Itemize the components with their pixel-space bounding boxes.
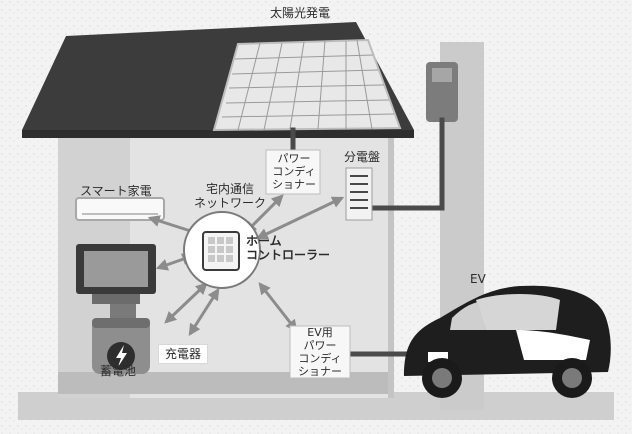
home-controller	[183, 211, 261, 289]
network-label-line2: ネットワーク	[193, 196, 266, 210]
power-conditioner-label-line2: コンディ	[272, 165, 316, 178]
home-controller-label-line2: コントローラー	[246, 248, 331, 262]
home-controller-label-line1: ホーム	[246, 234, 282, 248]
television	[76, 244, 156, 304]
air-conditioner	[75, 197, 165, 221]
ev-power-conditioner-label-line1: EV用	[307, 326, 333, 339]
electric-meter-window	[432, 68, 452, 82]
battery-label: 蓄電池	[100, 364, 137, 378]
distribution-panel	[345, 167, 373, 221]
solar-label: 太陽光発電	[270, 6, 331, 20]
lightning-bolt-icon	[116, 345, 127, 367]
power-conditioner	[265, 149, 321, 195]
house-wall-edge	[388, 132, 394, 398]
charger-label: 充電器	[158, 344, 209, 364]
roof-eave	[22, 130, 414, 138]
power-conditioner-label-line1: パワー	[277, 152, 311, 165]
ev-power-conditioner-label-line2: パワー	[303, 339, 337, 352]
ev-label: EV	[470, 272, 486, 286]
ev-power-conditioner-label-line3: コンディ	[298, 352, 342, 365]
ev-power-conditioner-label-line4: ショナー	[298, 365, 342, 378]
network-label-line1: 宅内通信	[205, 182, 254, 196]
electric-car	[404, 285, 611, 398]
network-label: 宅内通信 ネットワーク	[184, 182, 276, 210]
grid-icon	[208, 237, 233, 262]
distribution-panel-label: 分電盤	[344, 150, 381, 164]
ev-power-conditioner-label: EV用 パワー コンディ ショナー	[290, 326, 350, 378]
smart-appliance-label: スマート家電	[80, 184, 152, 198]
power-conditioner-label: パワー コンディ ショナー	[268, 152, 320, 191]
home-controller-label: ホーム コントローラー	[246, 234, 330, 262]
storage-battery	[92, 304, 150, 374]
network-arrows	[147, 194, 345, 337]
power-conditioner-label-line3: ショナー	[272, 178, 316, 191]
ev-power-conditioner	[289, 325, 351, 379]
solar-panel	[212, 38, 402, 132]
